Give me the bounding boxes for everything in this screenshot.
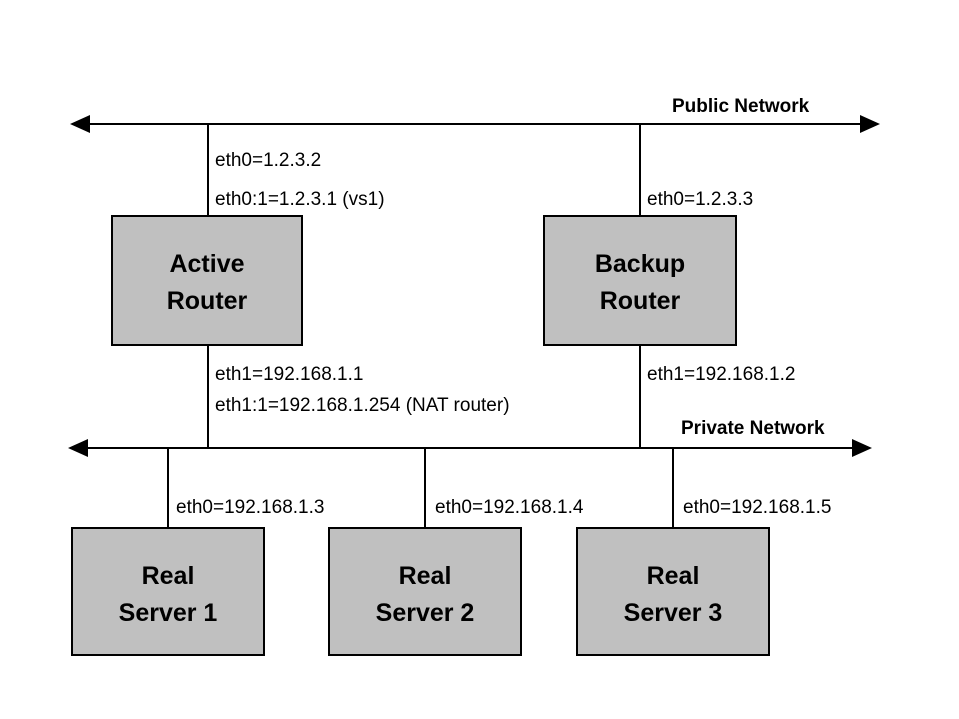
real-server-1-label-line1: Real (142, 562, 195, 590)
real-server-3-label-line1: Real (647, 562, 700, 590)
label-active-router-eth0-1-vs1: eth0:1=1.2.3.1 (vs1) (215, 189, 385, 210)
private-network-left-arrowhead (68, 439, 88, 457)
backup-router-label-line2: Router (600, 287, 681, 315)
node-real-server-2[interactable]: Real Server 2 (328, 527, 522, 656)
active-router-label-line1: Active (169, 250, 244, 278)
label-backup-router-eth0: eth0=1.2.3.3 (647, 189, 753, 210)
real-server-2-label-line2: Server 2 (376, 599, 475, 627)
real-server-3-label-line2: Server 3 (624, 599, 723, 627)
label-real-server-3-eth0: eth0=192.168.1.5 (683, 497, 831, 518)
active-router-label-line2: Router (167, 287, 248, 315)
node-real-server-1[interactable]: Real Server 1 (71, 527, 265, 656)
real-server-2-label-line1: Real (399, 562, 452, 590)
interface-labels: eth0=1.2.3.2 eth0:1=1.2.3.1 (vs1) eth0=1… (176, 150, 831, 518)
label-backup-router-eth1: eth1=192.168.1.2 (647, 364, 795, 385)
public-network-bus: Public Network (70, 96, 880, 133)
label-active-router-eth1: eth1=192.168.1.1 (215, 364, 363, 385)
private-network-label: Private Network (681, 418, 825, 439)
label-real-server-1-eth0: eth0=192.168.1.3 (176, 497, 324, 518)
connection-wires (167, 124, 674, 528)
public-network-right-arrowhead (860, 115, 880, 133)
node-real-server-3[interactable]: Real Server 3 (576, 527, 770, 656)
public-network-label: Public Network (672, 96, 810, 117)
public-network-left-arrowhead (70, 115, 90, 133)
node-backup-router[interactable]: Backup Router (543, 215, 737, 346)
real-server-1-box[interactable] (71, 527, 265, 656)
real-server-2-box[interactable] (328, 527, 522, 656)
label-real-server-2-eth0: eth0=192.168.1.4 (435, 497, 584, 518)
label-active-router-eth1-1-nat: eth1:1=192.168.1.254 (NAT router) (215, 395, 510, 416)
real-server-3-box[interactable] (576, 527, 770, 656)
private-network-bus: Private Network (68, 418, 872, 457)
label-active-router-eth0: eth0=1.2.3.2 (215, 150, 321, 171)
backup-router-box[interactable] (543, 215, 737, 346)
active-router-box[interactable] (111, 215, 303, 346)
real-server-1-label-line2: Server 1 (119, 599, 218, 627)
backup-router-label-line1: Backup (595, 250, 685, 278)
private-network-right-arrowhead (852, 439, 872, 457)
node-active-router[interactable]: Active Router (111, 215, 303, 346)
